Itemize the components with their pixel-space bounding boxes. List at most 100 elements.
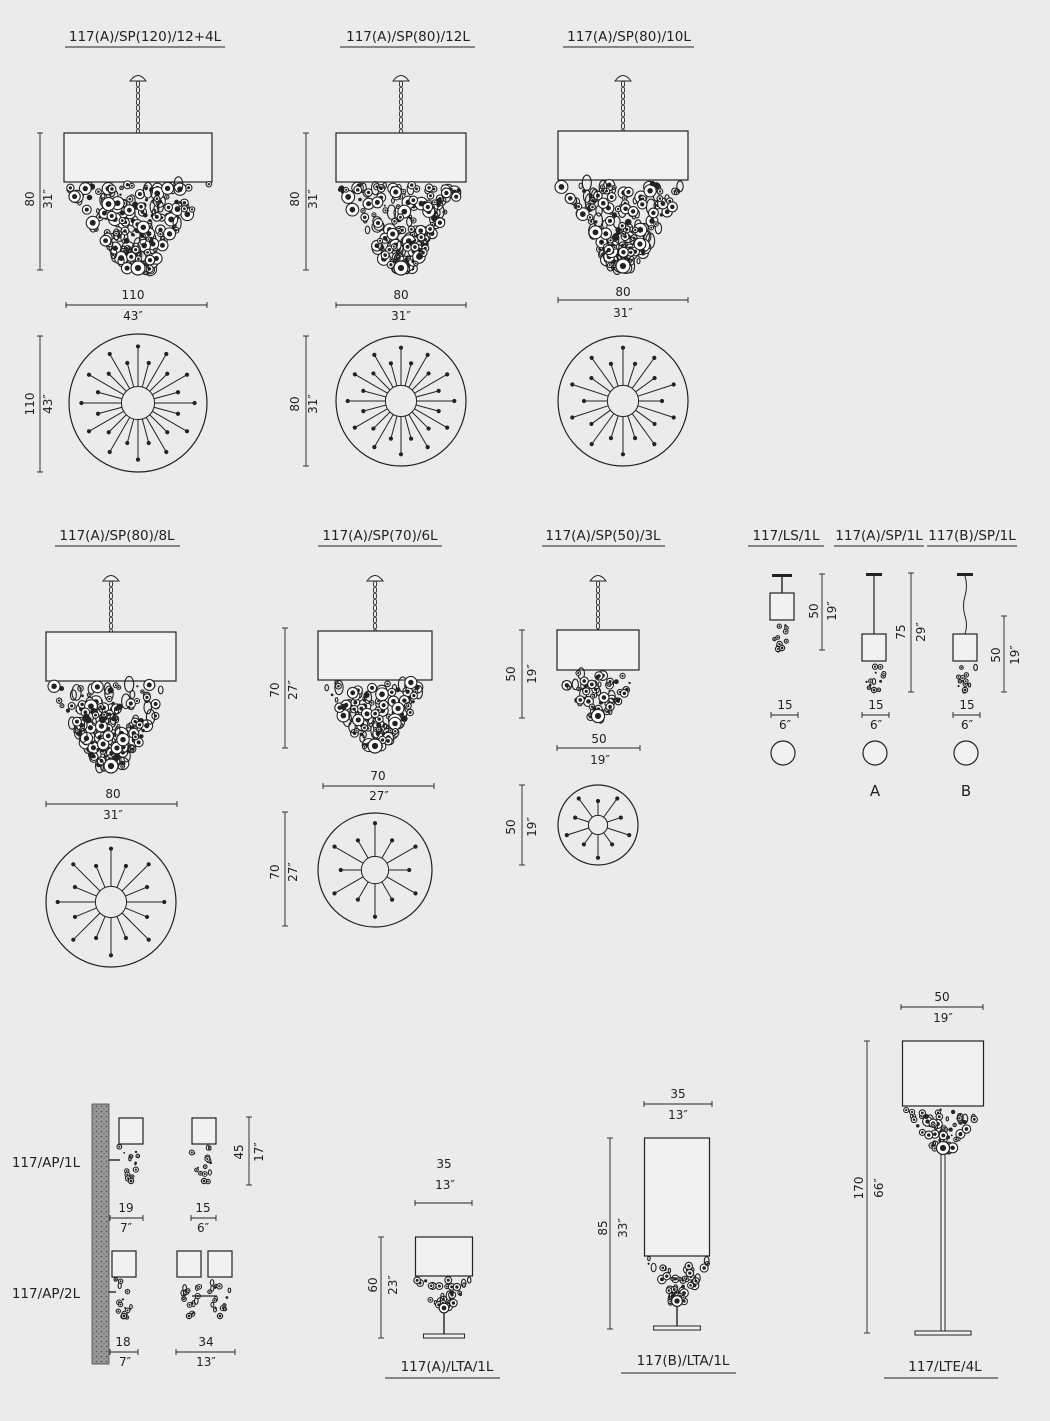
product-code: 117(A)/SP(80)/8L: [59, 528, 175, 544]
glass-drop: [363, 690, 373, 705]
width-inch-label: 13″: [668, 1108, 688, 1122]
spoke: [334, 876, 364, 894]
glass-bead-core: [589, 220, 593, 223]
lamp-shade: [118, 1117, 144, 1145]
glass-dot: [86, 194, 93, 201]
spoke-tip: [564, 833, 569, 838]
glass-bead-core: [411, 198, 416, 203]
glass-bead-core: [932, 1123, 935, 1126]
glass-bead-core: [405, 244, 410, 249]
glass-bead-core: [164, 185, 171, 192]
glass-bead-core: [218, 1285, 221, 1288]
spoke: [97, 391, 123, 400]
spoke-tip: [106, 371, 111, 376]
glass-bead-core: [94, 713, 97, 717]
glass-bead-core: [599, 239, 605, 245]
glass-bead-core: [683, 1277, 686, 1280]
glass-bead-core: [622, 691, 627, 696]
glass-bead-core: [961, 676, 964, 680]
bottom-bead-core: [441, 1305, 447, 1311]
spoke: [381, 840, 393, 859]
glass-bead-core: [58, 699, 61, 702]
spoke: [108, 373, 127, 392]
spoke: [373, 373, 391, 391]
width-dimension-line: [414, 1200, 473, 1206]
glass-bead-core: [415, 1278, 419, 1282]
outer-ring: [335, 335, 467, 467]
glass-bead-core: [94, 684, 101, 690]
product-117a-lta-1l: 35 13″ 60 23″ 117(A)/LTA/1L: [366, 1157, 500, 1379]
glass-bead-core: [166, 231, 173, 237]
spoke: [390, 415, 398, 439]
diameter-inch-label: 27″: [286, 862, 300, 882]
chain-link: [135, 92, 141, 100]
glass-bead-core: [126, 1309, 129, 1312]
glass-bead-core: [421, 250, 425, 255]
spoke-tip: [123, 935, 129, 941]
glass-dot: [416, 253, 423, 260]
chain-link: [620, 98, 626, 106]
lamp-shade: [557, 130, 689, 181]
glass-bead-core: [130, 184, 133, 187]
glass-bead-core: [945, 1128, 947, 1131]
glass-bead-core: [671, 1278, 674, 1280]
glass-dot: [214, 1307, 217, 1310]
glass-bead-core: [661, 1266, 665, 1270]
spoke-tip: [144, 884, 150, 890]
glass-dot: [99, 716, 106, 724]
glass-drop: [567, 685, 571, 691]
glass-drop: [156, 200, 165, 213]
glass-drop: [967, 682, 972, 688]
glass-dot: [957, 684, 960, 688]
spoke: [610, 415, 619, 439]
glass-dot: [649, 180, 656, 187]
glass-bead-core: [589, 713, 591, 716]
spoke-tip: [372, 445, 377, 450]
bottom-bead-core: [122, 1314, 126, 1318]
glass-dot: [100, 699, 103, 702]
glass-bead-core: [108, 697, 111, 701]
ceiling-canopy: [589, 575, 607, 582]
spoke: [635, 409, 655, 425]
glass-drop: [205, 1144, 210, 1151]
spoke: [149, 373, 168, 392]
spoke: [572, 405, 609, 418]
spoke-tip: [573, 815, 578, 820]
spoke-tip: [165, 371, 170, 376]
glass-dot: [358, 197, 362, 202]
spoke: [363, 390, 387, 398]
glass-dot: [121, 1298, 125, 1301]
glass-bead-core: [389, 729, 392, 732]
glass-bead-core: [119, 1280, 122, 1283]
chain-link: [108, 586, 114, 594]
glass-bead-core: [667, 1289, 671, 1292]
glass-bead-core: [364, 711, 370, 717]
glass-bead-core: [124, 265, 130, 271]
diameter-inch-label: 19″: [525, 817, 539, 837]
chain-link: [108, 604, 114, 612]
glass-bead-core: [958, 1132, 963, 1137]
glass-bead-core: [418, 200, 425, 207]
chain-link: [135, 122, 141, 130]
glass-bead-core: [204, 1165, 207, 1168]
glass-bead-core: [375, 221, 381, 226]
bottom-bead-core: [187, 1314, 191, 1318]
glass-bead-core: [88, 694, 91, 696]
spoke: [74, 886, 97, 897]
spoke-tip: [135, 344, 141, 349]
product-code: 117/AP/2L: [12, 1286, 81, 1302]
glass-bead-core: [381, 703, 386, 708]
glass-bead-core: [670, 204, 675, 210]
glass-bead-core: [126, 1290, 129, 1293]
spoke-tip: [146, 440, 151, 446]
glass-dot: [423, 200, 427, 205]
glass-bead-core: [941, 1133, 946, 1138]
plan-view-circle: [862, 740, 888, 766]
glass-bead-core: [629, 250, 633, 255]
glass-bead-core: [110, 187, 114, 191]
glass-drop: [573, 203, 578, 209]
spoke-tip: [107, 449, 112, 455]
glass-bead-core: [957, 676, 960, 678]
spoke-tip: [390, 838, 395, 843]
spoke-tip: [165, 430, 170, 435]
